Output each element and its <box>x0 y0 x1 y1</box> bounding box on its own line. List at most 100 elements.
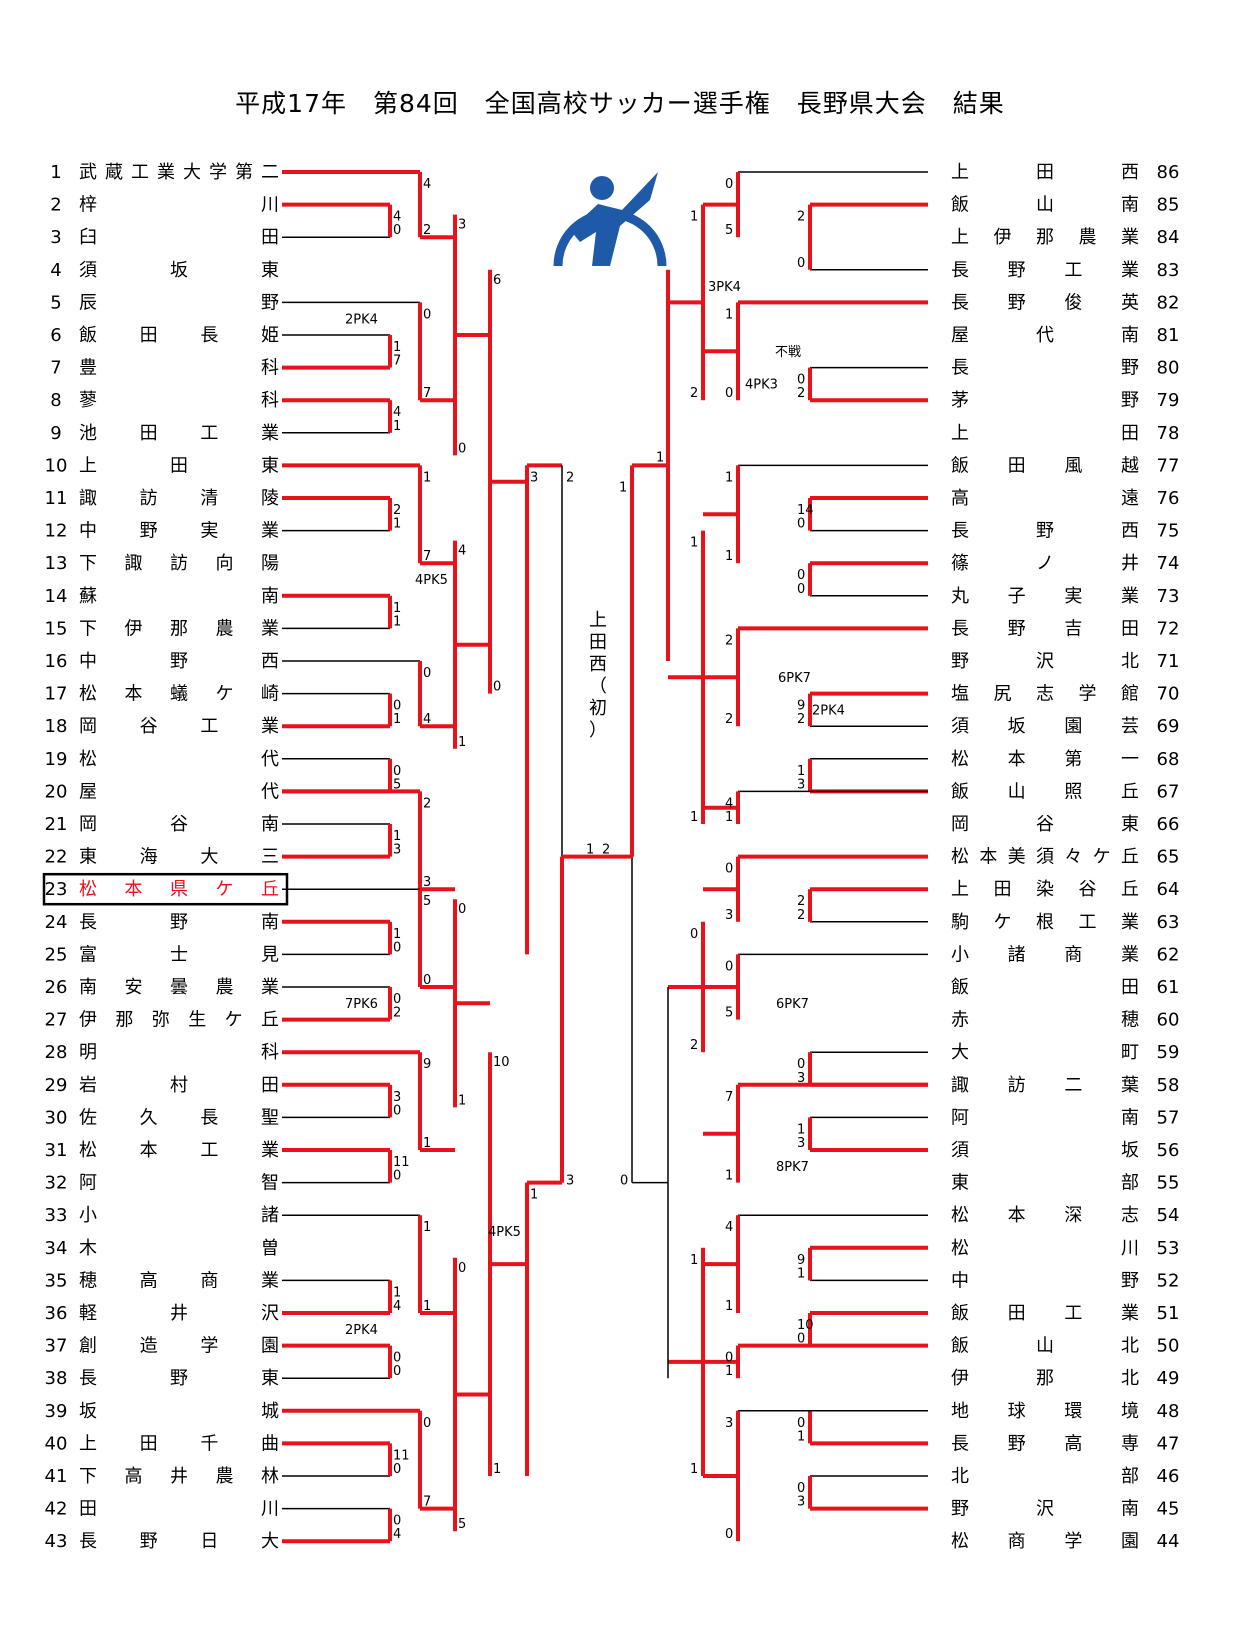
team-name-char: 遠 <box>1121 488 1139 509</box>
team-name-char: 日 <box>200 1531 218 1552</box>
team-name-char: 駒 <box>951 912 969 933</box>
team-number: 64 <box>1157 879 1180 900</box>
match-score: 0 <box>458 1261 466 1276</box>
team-name-char: 上 <box>951 423 969 444</box>
team-name-char: 業 <box>261 1270 279 1291</box>
match-score: 1 <box>690 1462 698 1477</box>
team-name-char: 久 <box>140 1107 158 1128</box>
match-score: 5 <box>423 894 431 909</box>
team-number: 81 <box>1157 325 1180 346</box>
match-score: 0 <box>458 902 466 917</box>
team-name-char: 本 <box>979 847 997 868</box>
team-name-char: 丘 <box>261 879 279 900</box>
team-number: 65 <box>1157 847 1180 868</box>
team-name-char: 上 <box>951 879 969 900</box>
team-name-char: 野 <box>951 1499 969 1520</box>
team-name-char: 城 <box>261 1401 279 1422</box>
team-number: 55 <box>1157 1173 1180 1194</box>
team-name-char: 川 <box>261 1499 279 1520</box>
team-name-char: 曽 <box>261 1238 279 1259</box>
team-name-char: 業 <box>1121 944 1139 965</box>
pk-label: 4PK5 <box>415 573 448 588</box>
team-name-char: 下 <box>79 1466 97 1487</box>
team-number: 15 <box>45 618 68 639</box>
team-name-char: 町 <box>1121 1042 1139 1063</box>
champion-label-char: ） <box>589 720 607 741</box>
team-name-char: 本 <box>1008 1205 1026 1226</box>
team-name-char: 下 <box>79 553 97 574</box>
match-score: 0 <box>393 1169 401 1184</box>
match-score: 3 <box>566 1174 574 1189</box>
match-score: 1 <box>393 614 401 629</box>
team-name-char: 二 <box>1064 1075 1082 1096</box>
team-name-char: ケ <box>216 879 234 900</box>
team-name-char: 丘 <box>1121 781 1139 802</box>
match-score: 0 <box>725 1527 733 1542</box>
team-name-char: 田 <box>1008 1303 1026 1324</box>
team-name-char: 造 <box>140 1336 158 1357</box>
team-number: 68 <box>1157 749 1180 770</box>
team-name-char: 高 <box>1064 1433 1082 1454</box>
team-name-char: 蟻 <box>170 684 188 705</box>
match-score: 0 <box>423 307 431 322</box>
team-name-char: 学 <box>1064 1531 1082 1552</box>
team-number: 45 <box>1157 1499 1180 1520</box>
team-name-char: ケ <box>1093 847 1111 868</box>
team-number: 72 <box>1157 618 1180 639</box>
match-score: 4 <box>725 796 733 811</box>
match-score: 1 <box>393 340 401 355</box>
team-name-char: 工 <box>200 716 218 737</box>
team-number: 4 <box>50 260 61 281</box>
team-name-char: 県 <box>170 879 188 900</box>
team-number: 37 <box>45 1336 68 1357</box>
team-name-char: 諸 <box>1008 944 1026 965</box>
team-name-char: 松 <box>951 1238 969 1259</box>
team-name-char: 大 <box>261 1531 279 1552</box>
team-name-char: 蔵 <box>105 162 123 183</box>
team-name-char: 実 <box>1064 586 1082 607</box>
team-name-char: 飯 <box>951 1336 969 1357</box>
pk-label: 2PK4 <box>812 704 845 719</box>
team-name-char: 田 <box>140 1433 158 1454</box>
team-name-char: 高 <box>951 488 969 509</box>
team-number: 22 <box>45 847 68 868</box>
team-number: 6 <box>50 325 61 346</box>
team-name-char: 北 <box>1121 1336 1139 1357</box>
match-score: 9 <box>423 1057 431 1072</box>
team-name-char: 那 <box>1036 227 1054 248</box>
team-name-char: 須 <box>951 716 969 737</box>
team-name-char: 創 <box>79 1336 97 1357</box>
match-score: 1 <box>423 470 431 485</box>
team-name-char: 佐 <box>79 1107 97 1128</box>
match-score: 1 <box>393 829 401 844</box>
team-name-char: 千 <box>200 1433 218 1454</box>
team-number: 12 <box>45 521 68 542</box>
team-name-char: 丘 <box>261 1010 279 1031</box>
team-number: 42 <box>45 1499 68 1520</box>
final-score-left: 1 <box>586 843 594 858</box>
team-name-char: 越 <box>1121 455 1139 476</box>
team-name-char: 長 <box>200 1107 218 1128</box>
team-name-char: 東 <box>79 847 97 868</box>
team-name-char: 田 <box>261 227 279 248</box>
team-name-char: 園 <box>1121 1531 1139 1552</box>
match-score: 11 <box>393 1155 410 1170</box>
team-name-char: 崎 <box>261 684 279 705</box>
team-name-char: 木 <box>79 1238 97 1259</box>
match-score: 0 <box>393 764 401 779</box>
match-score: 3 <box>797 1071 805 1086</box>
team-name-char: 田 <box>1036 162 1054 183</box>
match-score: 3 <box>797 1495 805 1510</box>
team-name-char: 地 <box>951 1401 969 1422</box>
team-number: 58 <box>1157 1075 1180 1096</box>
match-score: 9 <box>797 699 805 714</box>
team-name-char: 訪 <box>170 553 188 574</box>
team-name-char: 丘 <box>1121 879 1139 900</box>
team-name-char: 飯 <box>951 781 969 802</box>
team-name-char: 部 <box>1121 1466 1139 1487</box>
team-name-char: 野 <box>1121 1270 1139 1291</box>
pk-label: 7PK6 <box>345 997 378 1012</box>
team-name-char: 南 <box>1121 1499 1139 1520</box>
team-name-char: 田 <box>1008 455 1026 476</box>
team-name-char: 田 <box>170 455 188 476</box>
